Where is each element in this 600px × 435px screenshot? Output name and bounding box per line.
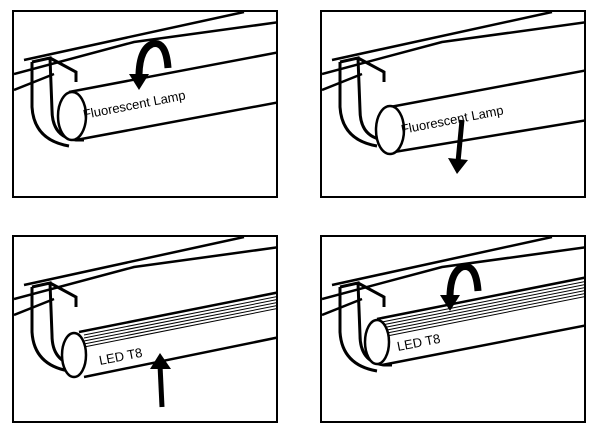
- fixture-top-edge: [14, 21, 276, 76]
- tube-end-cap: [60, 331, 88, 379]
- rotate-arrow-icon: [440, 263, 482, 311]
- fixture-back-edge: [23, 237, 245, 287]
- arrow-up-icon: [150, 353, 171, 408]
- fixture-lower-edge: [322, 72, 363, 92]
- panel-led-rotate: LED T8: [320, 235, 586, 423]
- fixture-back-edge: [23, 12, 245, 62]
- tube-end-cap: [56, 90, 88, 142]
- led-tube-ribs: [83, 296, 276, 348]
- fixture-back-edge: [331, 12, 553, 62]
- rotate-arrow-icon: [129, 40, 172, 90]
- fixture-lower-edge: [322, 297, 363, 317]
- arrow-down-icon: [448, 119, 468, 174]
- fixture-drawing: Fluorescent Lamp: [14, 12, 276, 148]
- fixture-drawing: LED T8: [14, 237, 276, 408]
- panel-fluorescent-remove: Fluorescent Lamp: [320, 10, 586, 198]
- led-tube-ribs: [381, 281, 584, 338]
- led-tube: [376, 276, 584, 367]
- tube-end-cap: [363, 318, 391, 366]
- fixture-back-edge: [331, 237, 553, 287]
- fixture-drawing: Fluorescent Lamp: [322, 12, 584, 174]
- panel-led-insert: LED T8: [12, 235, 278, 423]
- fixture-top-edge: [322, 246, 584, 301]
- tube-end-cap: [374, 104, 406, 156]
- fluorescent-tube: [389, 69, 584, 154]
- fluorescent-tube: [68, 51, 276, 142]
- fixture-top-edge: [322, 21, 584, 76]
- fixture-lower-edge: [14, 297, 55, 317]
- panel-fluorescent-rotate: Fluorescent Lamp: [12, 10, 278, 198]
- fixture-top-edge: [14, 246, 276, 301]
- fixture-drawing: LED T8: [322, 237, 584, 373]
- fixture-lower-edge: [14, 72, 55, 92]
- led-tube: [78, 291, 276, 379]
